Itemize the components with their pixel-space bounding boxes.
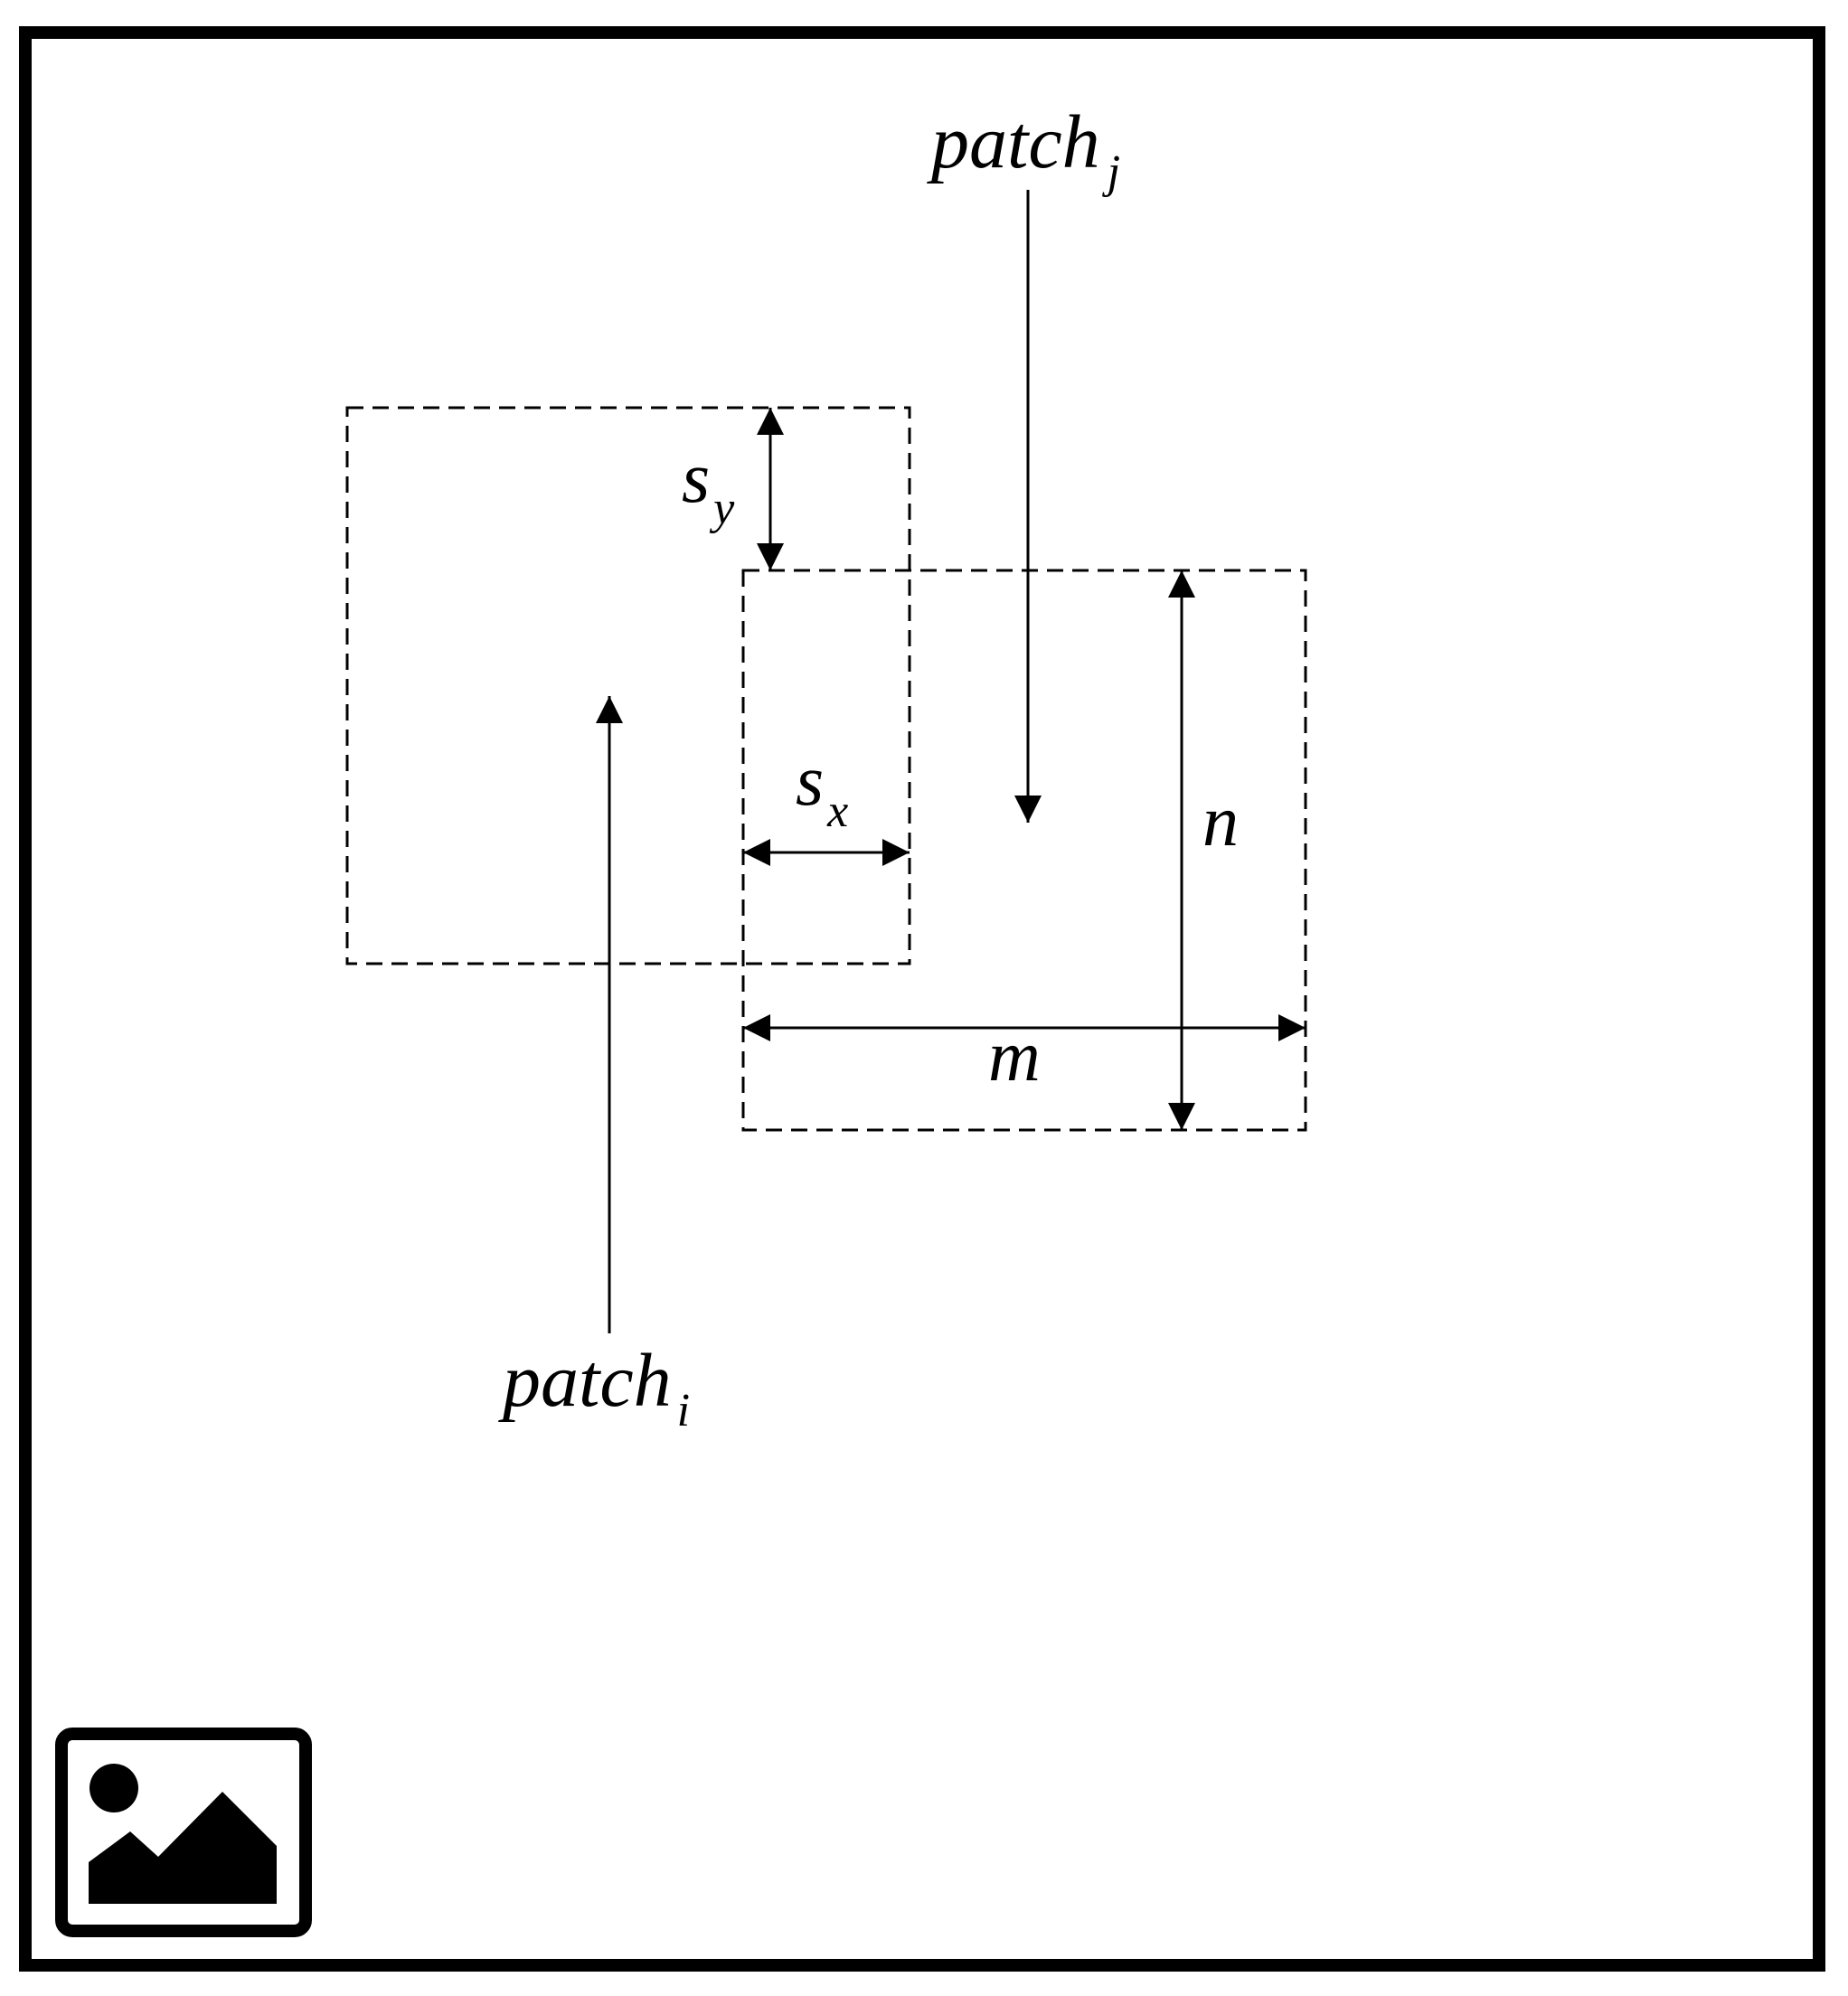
sx-label-main: s bbox=[796, 741, 824, 821]
patch-i-label-subscript: i bbox=[677, 1385, 690, 1436]
sx-label: sx bbox=[796, 741, 848, 837]
image-placeholder-icon bbox=[55, 1728, 312, 1937]
patch-i-label-main: patch bbox=[498, 1339, 672, 1423]
outer-frame bbox=[19, 26, 1825, 1972]
patch-j-label-subscript: j bbox=[1102, 146, 1120, 198]
sy-label-main: s bbox=[682, 438, 710, 518]
patch-j-label-main: patch bbox=[927, 100, 1100, 184]
sy-label: sy bbox=[682, 438, 735, 534]
patch-i-box bbox=[345, 406, 911, 965]
n-label: n bbox=[1202, 782, 1239, 861]
sy-label-subscript: y bbox=[709, 483, 735, 534]
m-label: m bbox=[988, 1017, 1041, 1097]
sx-label-subscript: x bbox=[826, 786, 848, 837]
